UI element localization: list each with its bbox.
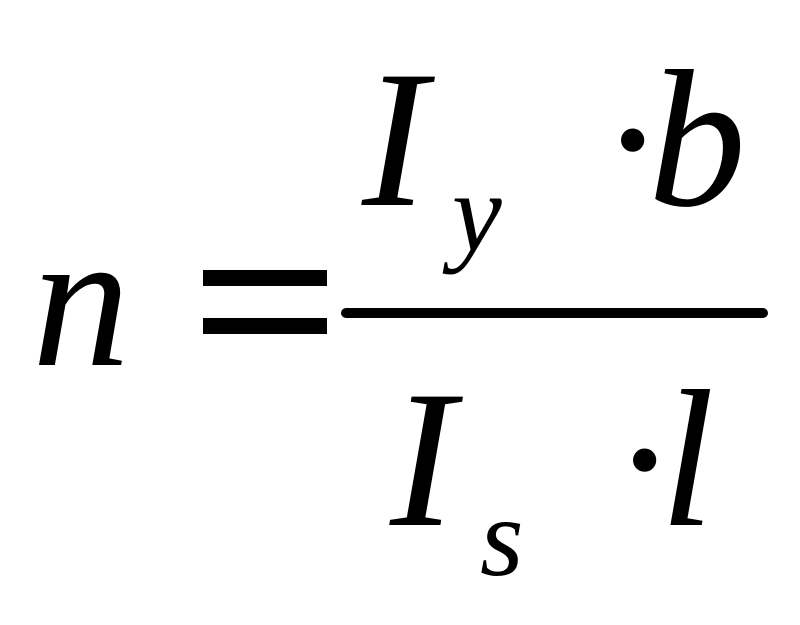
denominator-main: I [389,351,463,568]
numerator-factor: b [648,31,746,248]
denominator-dot: · [612,351,677,568]
denominator-subscript: s [480,476,524,600]
numerator-subscript: y [442,151,502,275]
lhs-variable: n [32,191,130,408]
numerator-dot: · [600,31,665,248]
numerator-main: I [361,31,435,248]
equals-sign [203,270,327,334]
denominator-factor: l [660,351,714,568]
